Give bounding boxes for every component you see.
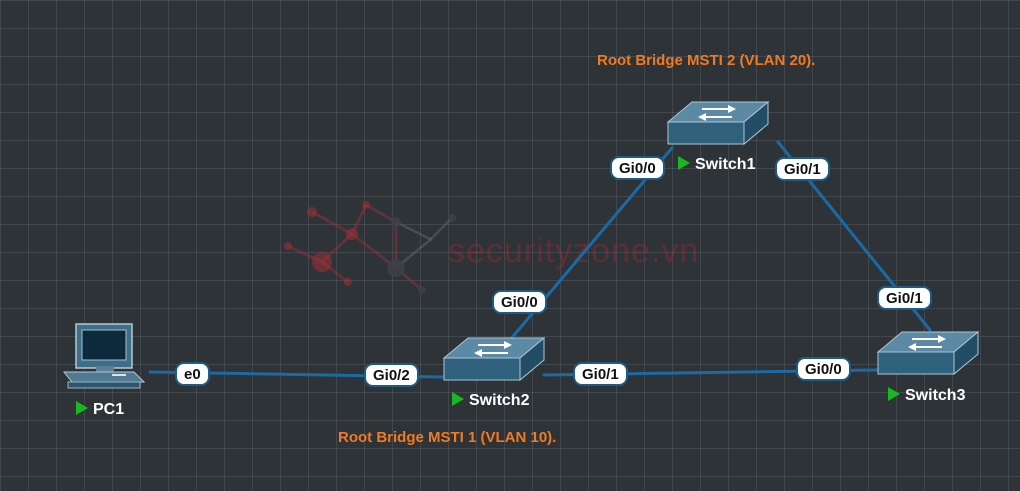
play-status-icon [678, 156, 690, 170]
device-label-switch2[interactable]: Switch2 [452, 392, 529, 410]
pc-icon[interactable] [62, 322, 152, 392]
play-status-icon [888, 387, 900, 401]
port-label-switch2-gi0-0[interactable]: Gi0/0 [492, 290, 547, 314]
switch-icon[interactable] [666, 100, 770, 146]
port-label-switch1-gi0-1[interactable]: Gi0/1 [775, 157, 830, 181]
port-label-switch2-gi0-1[interactable]: Gi0/1 [573, 362, 628, 386]
port-label-switch2-gi0-2[interactable]: Gi0/2 [364, 363, 419, 387]
port-label-switch3-gi0-1[interactable]: Gi0/1 [877, 286, 932, 310]
device-label-switch1[interactable]: Switch1 [678, 156, 755, 174]
port-label-switch1-gi0-0[interactable]: Gi0/0 [610, 156, 665, 180]
play-status-icon [452, 392, 464, 406]
play-status-icon [76, 401, 88, 415]
port-label-switch3-gi0-0[interactable]: Gi0/0 [796, 357, 851, 381]
annotation-root-msti2: Root Bridge MSTI 2 (VLAN 20). [597, 52, 816, 69]
switch-icon[interactable] [876, 330, 980, 376]
device-label-pc1[interactable]: PC1 [76, 401, 124, 419]
switch-icon[interactable] [442, 336, 546, 382]
annotation-root-msti1: Root Bridge MSTI 1 (VLAN 10). [338, 429, 557, 446]
device-label-switch3[interactable]: Switch3 [888, 387, 965, 405]
port-label-pc1-e0[interactable]: e0 [175, 362, 210, 386]
